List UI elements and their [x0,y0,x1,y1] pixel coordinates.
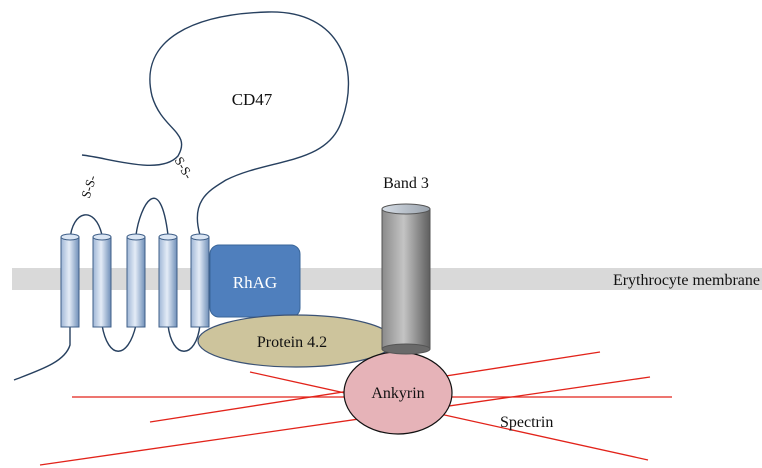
helix-5 [190,233,210,328]
cd47-helices [60,233,210,328]
disulfide-left-label: S-S- [78,173,99,200]
helix-3 [126,233,146,328]
cd47-chain [13,11,350,381]
helix-2 [92,233,112,328]
ankyrin-label: Ankyrin [371,385,424,402]
band-3-label: Band 3 [383,175,429,192]
membrane-label: Erythrocyte membrane [613,272,760,289]
rhag-label: RhAG [233,273,277,292]
spectrin-label: Spectrin [500,414,553,431]
helix-1 [60,233,80,328]
spectrin-line-4 [249,371,649,461]
spectrin-line-2 [39,376,651,466]
helix-4 [158,233,178,328]
protein-4-2-label: Protein 4.2 [257,334,327,351]
cd47-label: CD47 [232,90,273,109]
band-3 [381,203,431,355]
